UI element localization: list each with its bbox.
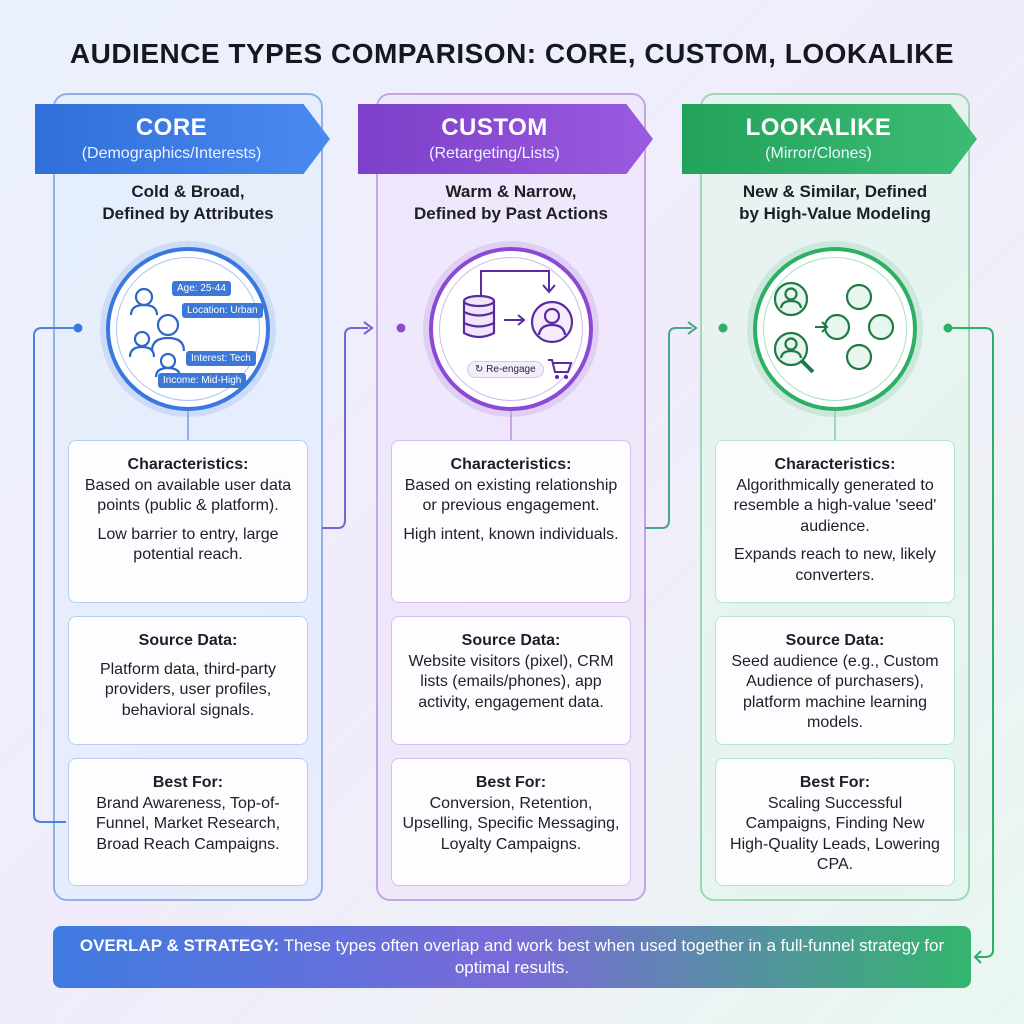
custom-characteristics-text-1: Based on existing relationship or previo… (404, 476, 618, 515)
custom-source-heading: Source Data: (461, 632, 561, 649)
core-best-heading: Best For: (152, 774, 224, 791)
core-best-text: Brand Awareness, Top-of-Funnel, Market R… (95, 794, 281, 853)
core-source-heading: Source Data: (138, 632, 238, 649)
lookalike-characteristics-text-1: Algorithmically generated to resemble a … (733, 476, 937, 535)
lookalike-characteristics-text-2: Expands reach to new, likely converters. (734, 546, 936, 584)
core-characteristics: Characteristics: Based on available user… (68, 440, 308, 603)
user-avatar-icon (530, 300, 574, 344)
lookalike-tagline-line-1: New & Similar, Defined (742, 182, 928, 201)
refresh-icon: ↻ (475, 364, 484, 375)
core-tagline-line-2: Defined by Attributes (102, 204, 274, 223)
lookalike-banner: LOOKALIKE (Mirror/Clones) (682, 104, 977, 174)
custom-subtitle: (Retargeting/Lists) (429, 145, 560, 162)
core-characteristics-text-2: Low barrier to entry, large potential re… (97, 525, 279, 564)
lookalike-name: LOOKALIKE (745, 114, 892, 141)
core-chip-interest: Interest: Tech (186, 351, 256, 366)
core-name: CORE (135, 114, 208, 141)
footer-text: These types often overlap and work best … (283, 936, 945, 977)
custom-icon-ring: ↻ Re-engage (429, 247, 593, 411)
core-chip-income: Income: Mid-High (158, 373, 247, 388)
custom-best-heading: Best For: (475, 774, 547, 791)
lookalike-subtitle: (Mirror/Clones) (765, 145, 872, 162)
custom-banner: CUSTOM (Retargeting/Lists) (358, 104, 653, 174)
core-tagline: Cold & Broad, Defined by Attributes (53, 181, 323, 225)
core-icon-ring: Age: 25-44 Location: Urban Interest: Tec… (106, 247, 270, 411)
shopping-cart-icon (548, 359, 573, 379)
lookalike-best-heading: Best For: (799, 774, 871, 791)
custom-best-text: Conversion, Retention, Upselling, Specif… (402, 794, 620, 853)
custom-name: CUSTOM (441, 114, 548, 141)
core-banner: CORE (Demographics/Interests) (35, 104, 330, 174)
lookalike-icon-ring (753, 247, 917, 411)
loop-arrow-icon (480, 270, 556, 295)
lookalike-best-for: Best For: Scaling Successful Campaigns, … (715, 758, 955, 886)
overlap-strategy-banner: OVERLAP & STRATEGY: These types often ov… (53, 926, 971, 988)
lookalike-clones-icon (773, 281, 895, 374)
core-subtitle: (Demographics/Interests) (81, 145, 262, 162)
core-characteristics-heading: Characteristics: (127, 456, 249, 473)
core-tagline-line-1: Cold & Broad, (131, 182, 245, 201)
database-icon (462, 294, 496, 339)
lookalike-tagline-line-2: by High-Value Modeling (739, 204, 931, 223)
custom-source-data: Source Data: Website visitors (pixel), C… (391, 616, 631, 745)
lookalike-best-text: Scaling Successful Campaigns, Finding Ne… (730, 794, 940, 874)
custom-tagline-line-1: Warm & Narrow, (445, 182, 577, 201)
lookalike-characteristics: Characteristics: Algorithmically generat… (715, 440, 955, 603)
custom-best-for: Best For: Conversion, Retention, Upselli… (391, 758, 631, 886)
lookalike-source-heading: Source Data: (785, 632, 885, 649)
lookalike-characteristics-heading: Characteristics: (774, 456, 896, 473)
core-source-text: Platform data, third-party providers, us… (99, 660, 277, 719)
page-title: AUDIENCE TYPES COMPARISON: CORE, CUSTOM,… (69, 38, 955, 69)
custom-source-text: Website visitors (pixel), CRM lists (ema… (408, 652, 614, 711)
reengage-label: Re-engage (486, 364, 536, 375)
custom-tagline: Warm & Narrow, Defined by Past Actions (376, 181, 646, 225)
core-chip-location: Location: Urban (182, 303, 263, 318)
reengage-badge: ↻ Re-engage (467, 361, 544, 378)
core-characteristics-text-1: Based on available user data points (pub… (84, 476, 292, 515)
users-group-icon (128, 287, 186, 378)
lookalike-source-data: Source Data: Seed audience (e.g., Custom… (715, 616, 955, 745)
core-source-data: Source Data: Platform data, third-party … (68, 616, 308, 745)
arrow-right-icon (504, 314, 526, 326)
core-best-for: Best For: Brand Awareness, Top-of-Funnel… (68, 758, 308, 886)
lookalike-source-text: Seed audience (e.g., Custom Audience of … (731, 652, 939, 732)
lookalike-tagline: New & Similar, Defined by High-Value Mod… (700, 181, 970, 225)
custom-tagline-line-2: Defined by Past Actions (414, 204, 608, 223)
custom-characteristics-heading: Characteristics: (450, 456, 572, 473)
custom-characteristics-text-2: High intent, known individuals. (403, 525, 619, 543)
core-chip-age: Age: 25-44 (172, 281, 231, 296)
footer-label: OVERLAP & STRATEGY: (79, 936, 280, 955)
custom-characteristics: Characteristics: Based on existing relat… (391, 440, 631, 603)
